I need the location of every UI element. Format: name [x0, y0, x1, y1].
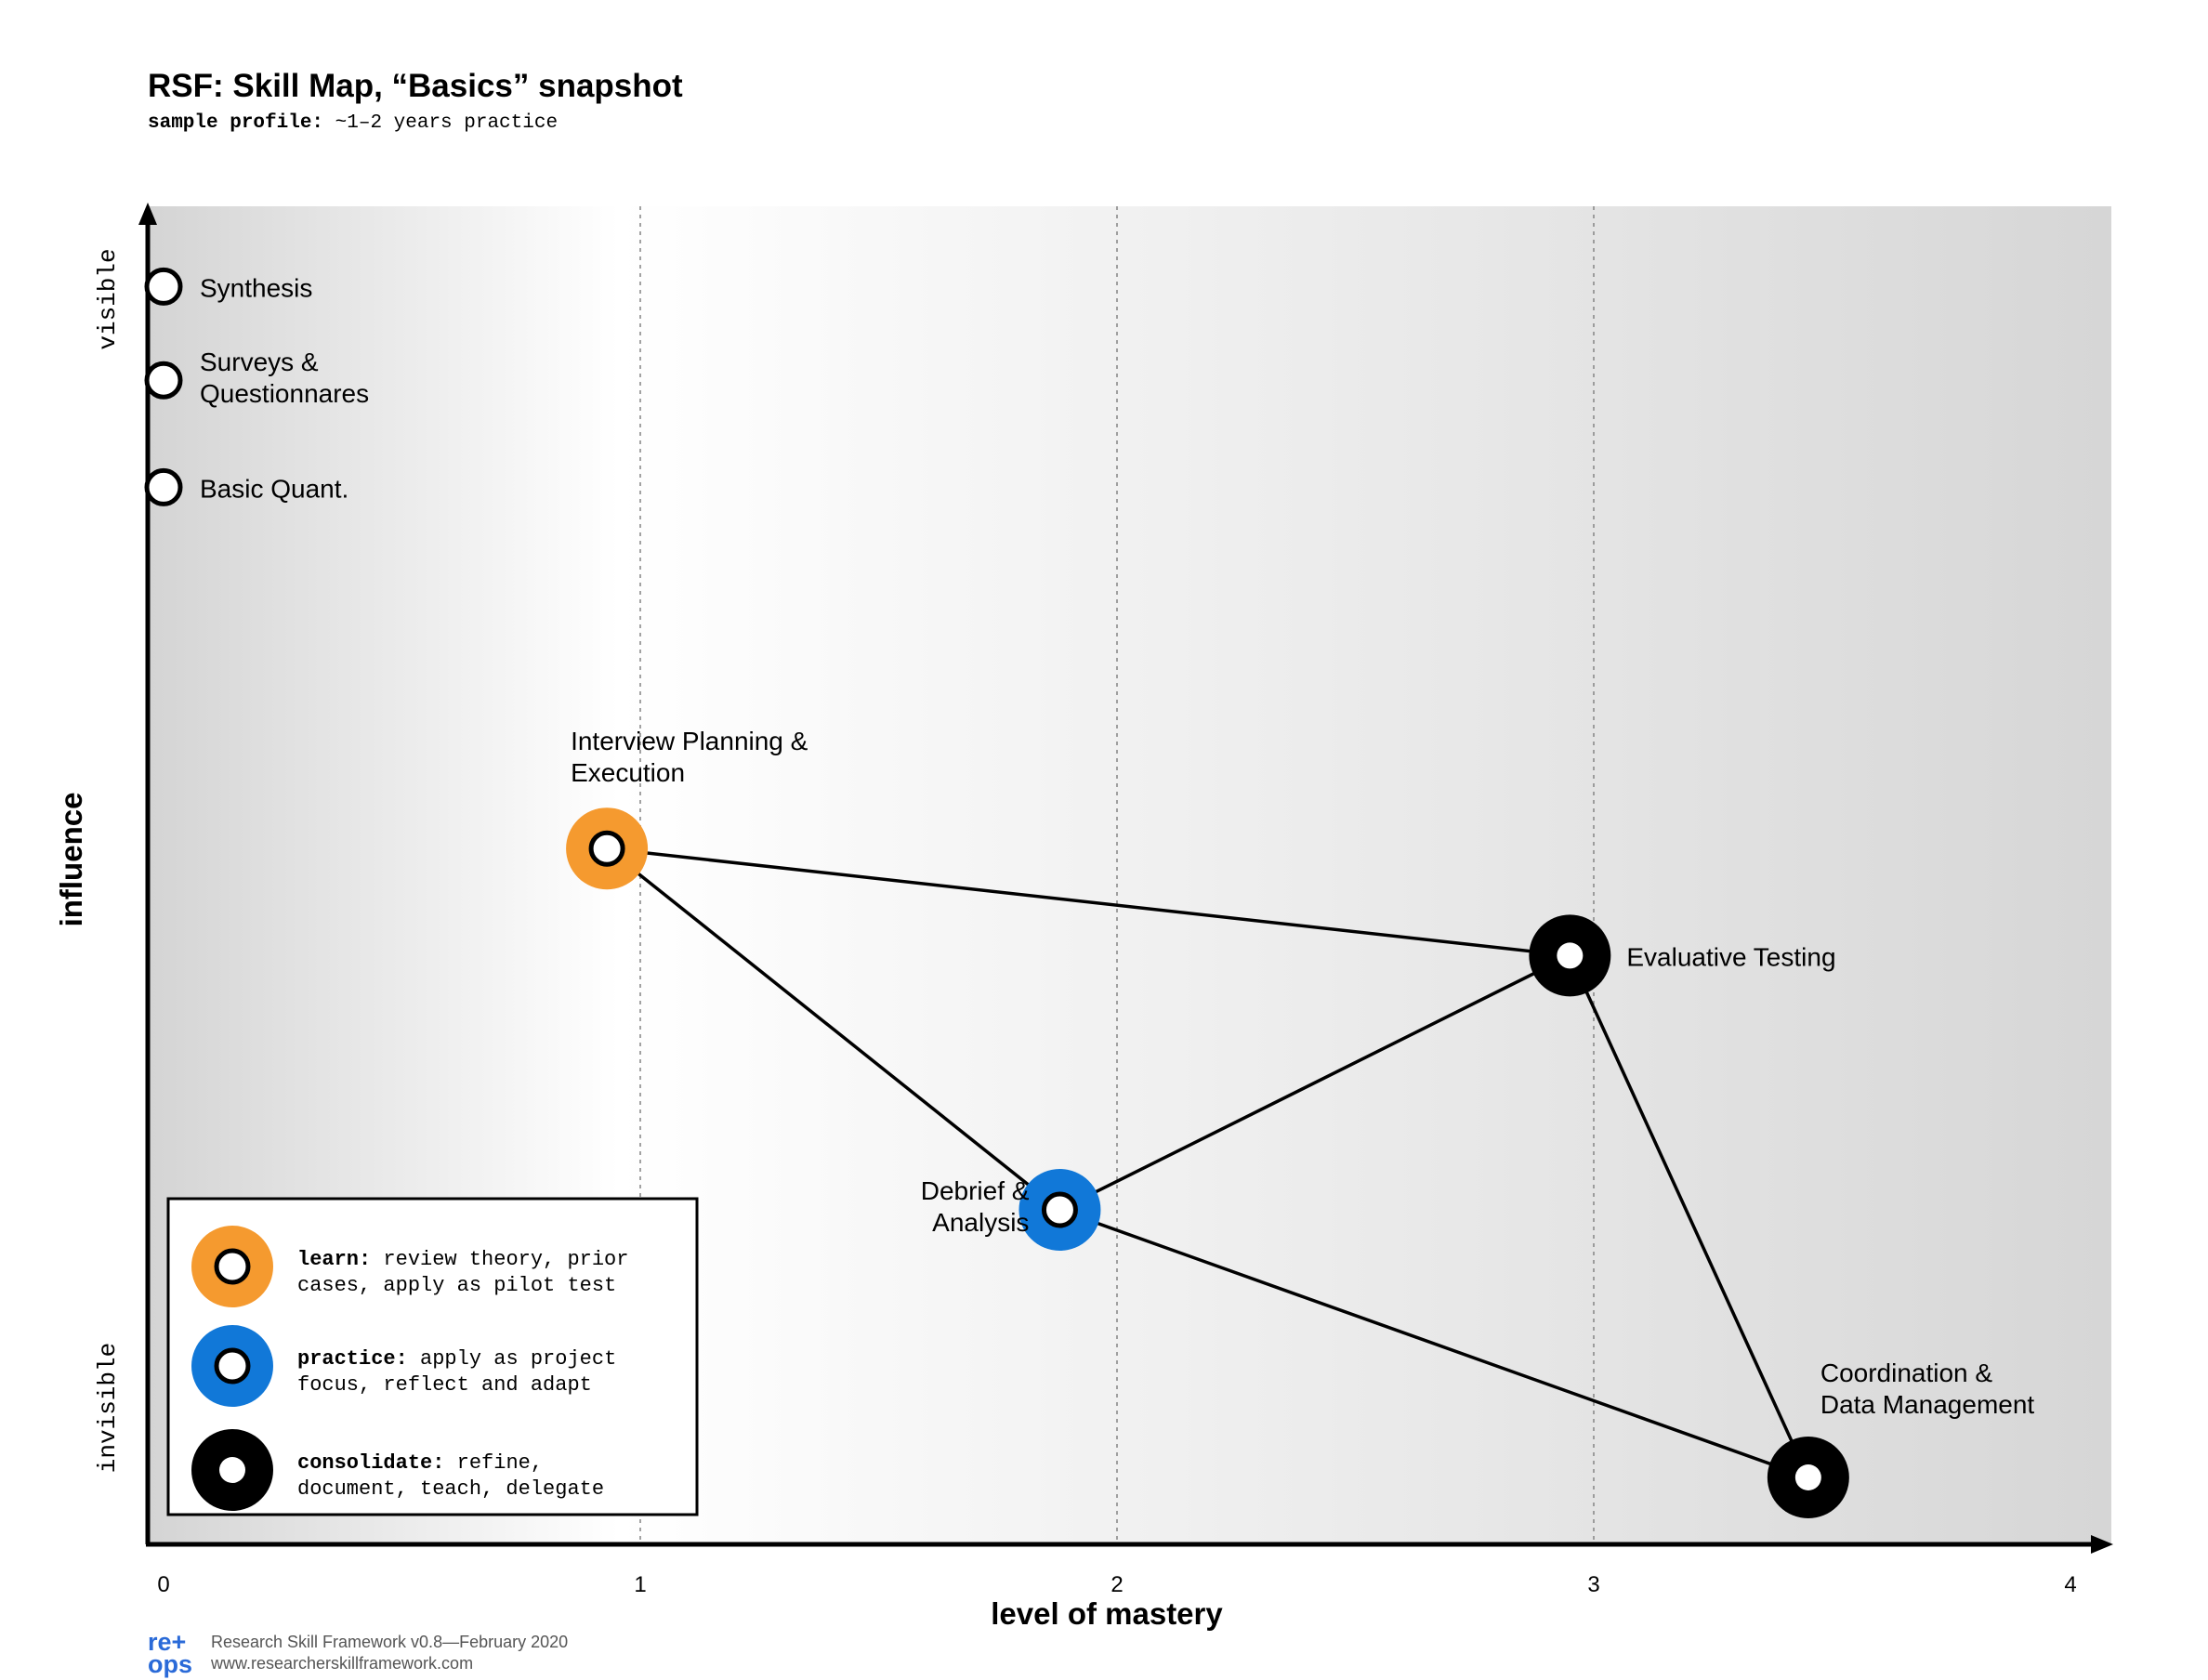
point-core	[144, 267, 183, 306]
label-line: Evaluative Testing	[1626, 942, 1835, 971]
y-axis-arrow-icon	[138, 203, 157, 225]
label-interview-planning-execution: Interview Planning & Execution	[571, 727, 808, 787]
x-tick-label: 2	[1111, 1572, 1123, 1597]
legend-desc-line2: cases, apply as pilot test	[297, 1274, 616, 1297]
x-tick-label: 0	[157, 1572, 169, 1597]
logo-re-plus: re+	[148, 1628, 186, 1656]
subtitle-text: ~1–2 years practice	[323, 112, 558, 134]
point-core	[214, 1248, 251, 1285]
label-surveys-questionnares: Surveys & Questionnares	[200, 348, 369, 408]
legend-desc-line2: document, teach, delegate	[297, 1477, 604, 1501]
edge-interview-planning-execution-to-evaluative-testing	[606, 847, 1571, 958]
legend-text-practice: practice: apply as project	[297, 1347, 616, 1371]
label-line: Coordination &	[1820, 1358, 1993, 1387]
x-tick-labels: 0 1 2 3 4	[157, 1572, 2076, 1597]
point-basic-quant	[144, 467, 183, 506]
connection-lines	[605, 847, 1810, 1479]
label-line: Interview Planning &	[571, 727, 808, 755]
label-line: Synthesis	[200, 273, 312, 302]
legend-text-learn: learn: review theory, prior	[297, 1248, 628, 1271]
label-line: Basic Quant.	[200, 474, 348, 503]
footer-url: www.researcherskillframework.com	[210, 1654, 473, 1673]
label-line: Questionnares	[200, 379, 369, 408]
legend-marker-practice	[191, 1325, 273, 1407]
x-axis-arrow-icon	[2091, 1535, 2113, 1554]
x-tick-label: 3	[1587, 1572, 1599, 1597]
legend-marker-learn	[191, 1226, 273, 1307]
point-core	[144, 467, 183, 506]
legend: learn: review theory, prior cases, apply …	[166, 1197, 699, 1516]
label-line: Execution	[571, 758, 685, 787]
point-core	[588, 830, 625, 867]
point-coordination-data-management	[1767, 1437, 1849, 1518]
footer-version: Research Skill Framework v0.8—February 2…	[211, 1633, 568, 1651]
label-line: Debrief &	[921, 1176, 1030, 1205]
page-subtitle: sample profile: ~1–2 years practice	[148, 112, 558, 134]
legend-term: learn:	[297, 1248, 371, 1271]
label-line: Data Management	[1820, 1390, 2035, 1419]
edge-evaluative-testing-to-coordination-data-management	[1568, 954, 1810, 1478]
legend-term: consolidate:	[297, 1451, 444, 1475]
point-debrief-analysis	[1019, 1169, 1101, 1251]
label-synthesis: Synthesis	[200, 273, 312, 302]
label-coordination-data-management: Coordination & Data Management	[1820, 1358, 2035, 1419]
x-tick-label: 4	[2064, 1572, 2076, 1597]
point-surveys-questionnares	[144, 361, 183, 400]
edge-debrief-analysis-to-coordination-data-management	[1058, 1208, 1809, 1479]
point-evaluative-testing	[1529, 914, 1611, 997]
legend-desc-line1: apply as project	[408, 1347, 616, 1371]
label-line: Analysis	[932, 1208, 1029, 1237]
point-core	[1794, 1464, 1821, 1490]
point-synthesis	[144, 267, 183, 306]
y-scale-invisible-label: invisible	[94, 1343, 122, 1473]
x-axis-title: level of mastery	[991, 1596, 1223, 1631]
label-line: Surveys &	[200, 348, 319, 376]
label-evaluative-testing: Evaluative Testing	[1626, 942, 1835, 971]
edge-interview-planning-execution-to-debrief-analysis	[605, 847, 1061, 1212]
legend-term: practice:	[297, 1347, 408, 1371]
point-core	[1041, 1191, 1078, 1228]
legend-desc-line2: focus, reflect and adapt	[297, 1373, 592, 1397]
logo-ops: ops	[148, 1650, 192, 1678]
point-core	[219, 1457, 245, 1483]
y-scale-visible-label: visible	[94, 248, 122, 349]
point-core	[144, 361, 183, 400]
label-debrief-analysis: Debrief & Analysis	[921, 1176, 1030, 1237]
point-core	[1557, 942, 1584, 969]
legend-desc-line1: review theory, prior	[371, 1248, 628, 1271]
y-axis-title: influence	[54, 793, 88, 927]
legend-desc-line1: refine,	[444, 1451, 543, 1475]
point-interview-planning-execution	[566, 807, 649, 890]
label-basic-quant: Basic Quant.	[200, 474, 348, 503]
legend-text-consolidate: consolidate: refine,	[297, 1451, 543, 1475]
edge-debrief-analysis-to-evaluative-testing	[1058, 953, 1571, 1212]
page-title: RSF: Skill Map, “Basics” snapshot	[148, 68, 683, 104]
subtitle-prefix: sample profile:	[148, 112, 323, 134]
legend-marker-consolidate	[191, 1429, 273, 1511]
point-core	[214, 1347, 251, 1385]
x-tick-label: 1	[634, 1572, 646, 1597]
